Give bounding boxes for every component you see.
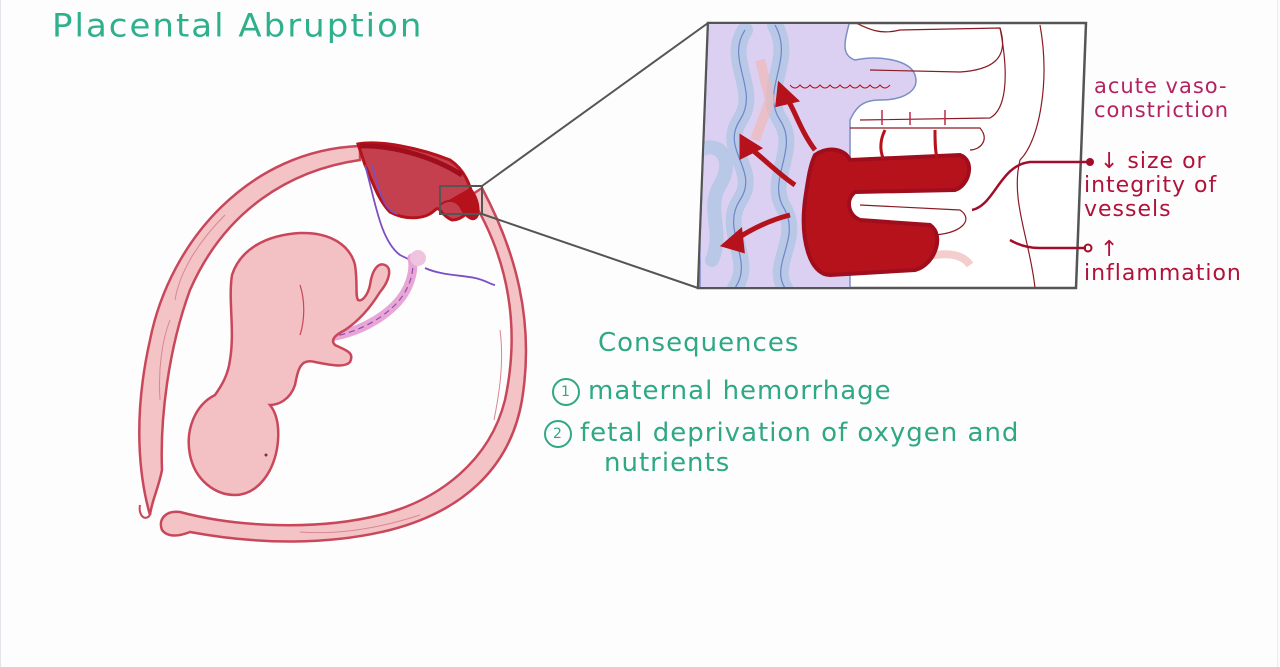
label-line: acute vaso-	[1094, 74, 1228, 98]
label-line: constriction	[1094, 98, 1230, 122]
leader-line-bottom	[481, 213, 699, 289]
magnified-inset	[696, 21, 1088, 290]
consequences-heading: Consequences	[598, 328, 800, 358]
label-vessel-integrity: ↓ size or integrity of vessels	[1084, 150, 1217, 222]
frame-edge-right	[1277, 0, 1278, 667]
consequence-text: maternal hemorrhage	[588, 376, 892, 406]
consequence-text: fetal deprivation of oxygen and	[580, 418, 1020, 448]
page-title: Placental Abruption	[52, 7, 424, 45]
label-line: ↓ size or	[1100, 149, 1207, 174]
label-line: inflammation	[1084, 261, 1242, 286]
consequence-text-continued: nutrients	[604, 448, 731, 478]
label-inflammation: ↑ inflammation	[1084, 238, 1242, 286]
consequence-item-1: 1 maternal hemorrhage	[552, 376, 892, 406]
leader-line-top	[481, 22, 709, 187]
number-2-badge: 2	[544, 420, 572, 448]
label-acute-vasoconstriction: acute vaso- constriction	[1094, 74, 1229, 122]
up-arrow-icon: ↑	[1100, 237, 1120, 262]
label-line: integrity of	[1084, 173, 1218, 198]
pointer-vessels	[971, 160, 1088, 212]
uterus-wall	[138, 144, 528, 543]
placenta-hematoma	[356, 141, 480, 222]
consequence-item-2: 2 fetal deprivation of oxygen and nutrien…	[544, 418, 1019, 478]
label-line: vessels	[1084, 197, 1172, 222]
number-1-badge: 1	[552, 378, 580, 406]
fetus	[187, 231, 391, 497]
frame-edge-left	[0, 0, 1, 667]
magnification-box	[439, 185, 483, 215]
pointer-inflammation	[1009, 238, 1086, 250]
